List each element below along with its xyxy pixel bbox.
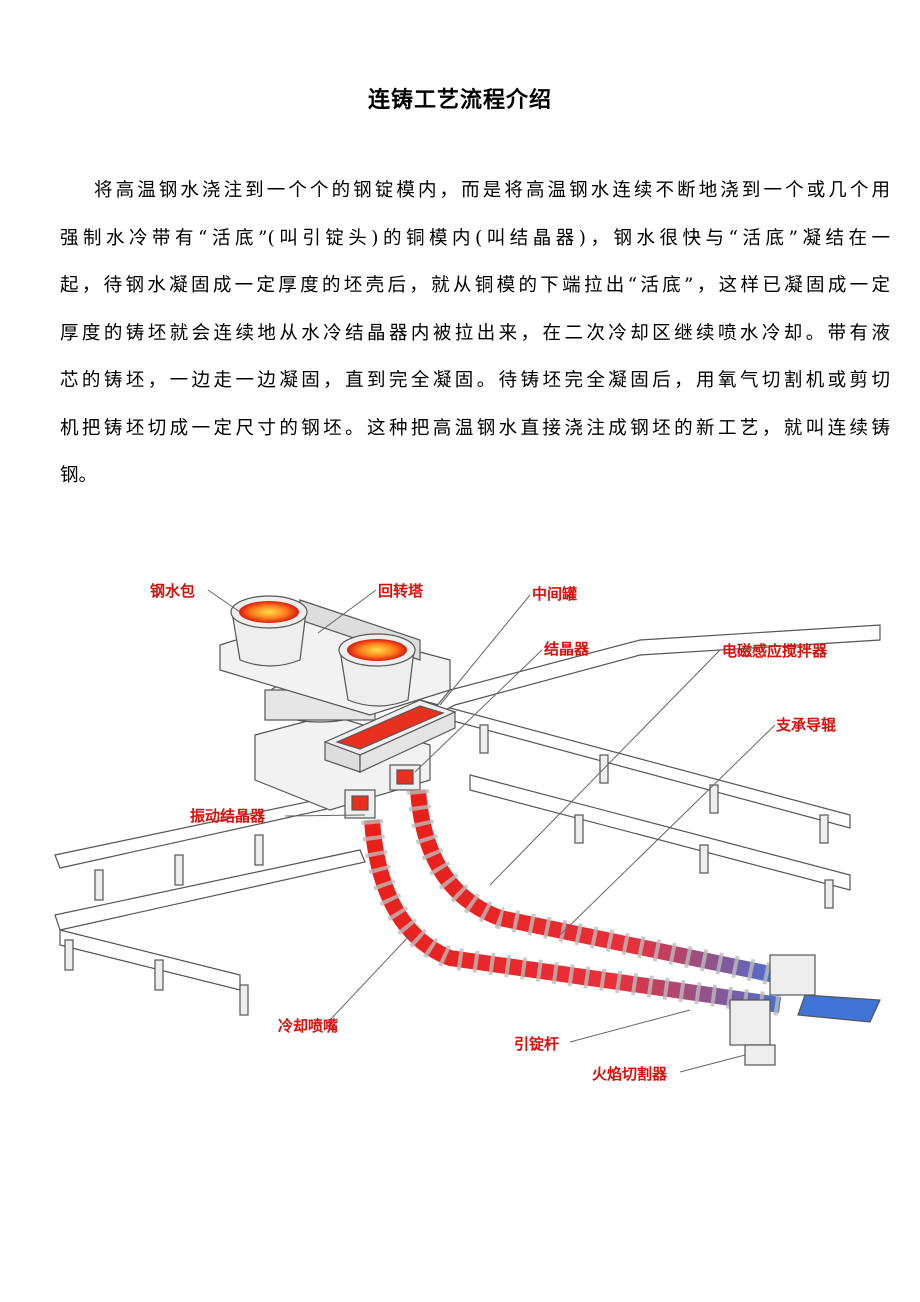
label-dummy-bar: 引锭杆 <box>514 1035 559 1053</box>
torch-cutter <box>729 954 881 1066</box>
paragraph-line: 强制水冷带有“活底”(叫引锭头)的铜模内(叫结晶器)，钢水很快与“活底”凝结在一 <box>60 227 890 249</box>
label-turret: 回转塔 <box>378 582 424 600</box>
strand-upper <box>407 789 778 986</box>
tundish <box>323 699 457 773</box>
paragraph-line: 钢。 <box>60 465 98 486</box>
page-title: 连铸工艺流程介绍 <box>367 87 552 113</box>
paragraph-line: 机把铸坯切成一定尺寸的钢坯。这种把高温钢水直接浇注成钢坯的新工艺，就叫连续铸 <box>60 417 890 439</box>
mold <box>344 764 421 819</box>
leader-lines <box>207 589 776 1073</box>
label-ladle: 钢水包 <box>150 582 195 600</box>
label-mold: 结晶器 <box>544 640 590 658</box>
paragraph-line: 起，待钢水凝固成一定厚度的坯壳后，就从铜模的下端拉出“活底”，这样已凝固成一定 <box>60 275 890 296</box>
label-oscillating-mold: 振动结晶器 <box>190 807 266 825</box>
ladle <box>230 595 416 707</box>
label-torch-cutter: 火焰切割器 <box>592 1065 668 1083</box>
paragraph-line: 芯的铸坯，一边走一边凝固，直到完全凝固。待铸坯完全凝固后，用氧气切割机或剪切 <box>60 370 890 391</box>
paragraph-line: 厚度的铸坯就会连续地从水冷结晶器内被拉出来，在二次冷却区继续喷水冷却。带有液 <box>60 322 890 344</box>
label-support-rolls: 支承导辊 <box>775 716 836 734</box>
strand-lower <box>361 819 782 1016</box>
label-ems: 电磁感应搅拌器 <box>722 642 828 660</box>
label-tundish: 中间罐 <box>532 585 577 603</box>
body-paragraph: 将高温钢水浇注到一个个的钢锭模内，而是将高温钢水连续不断地浇到一个或几个用 强制… <box>60 176 890 509</box>
paragraph-line: 将高温钢水浇注到一个个的钢锭模内，而是将高温钢水连续不断地浇到一个或几个用 <box>94 180 890 201</box>
label-spray-nozzle: 冷却喷嘴 <box>278 1017 338 1035</box>
floor-platform <box>54 624 881 1016</box>
